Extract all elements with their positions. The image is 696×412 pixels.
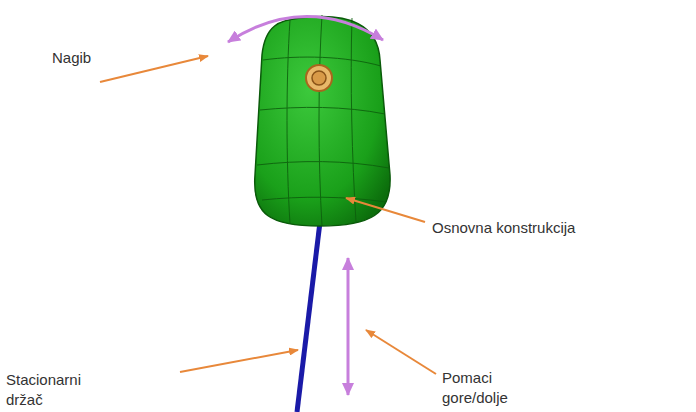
updown-arrow xyxy=(347,258,350,395)
part-label: Osnovna konstrukcija xyxy=(432,218,632,238)
part-label: Pomaci gore/dolje xyxy=(442,368,532,408)
leader-line xyxy=(180,350,298,372)
leader-line xyxy=(100,56,208,82)
surface-grid xyxy=(257,15,389,226)
part-label: Nagib xyxy=(52,48,142,68)
tilt-arrow xyxy=(228,16,383,42)
base-structure xyxy=(255,17,390,226)
leader-line xyxy=(346,198,425,222)
part-label: Stacionarni držač xyxy=(6,370,106,410)
pivot-ring xyxy=(306,65,332,91)
leader-line xyxy=(366,330,436,374)
holder-rod xyxy=(297,222,320,412)
pivot-center xyxy=(312,71,326,85)
